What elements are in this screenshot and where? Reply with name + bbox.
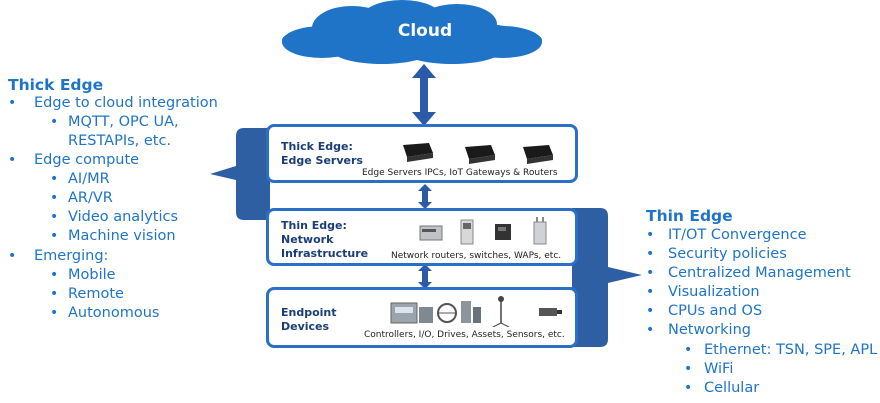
thick-to-thin-arrow bbox=[418, 184, 432, 209]
wap-icon bbox=[533, 217, 547, 245]
bullet-icon: • bbox=[50, 209, 59, 225]
left-subitem: Remote bbox=[68, 286, 124, 302]
right-item: IT/OT Convergence bbox=[668, 227, 807, 243]
cloud-icon bbox=[282, 0, 542, 64]
left-subitem: Mobile bbox=[68, 267, 116, 283]
left-item: Emerging: bbox=[34, 248, 109, 264]
bullet-icon: • bbox=[50, 190, 59, 206]
thin-edge-box: Thin Edge: Network Infrastructure Networ… bbox=[266, 208, 578, 266]
right-subitem: Ethernet: TSN, SPE, APL bbox=[704, 342, 878, 358]
bullet-icon: • bbox=[646, 303, 655, 319]
thin-edge-caption: Network routers, switches, WAPs, etc. bbox=[391, 251, 562, 261]
endpoint-caption: Controllers, I/O, Drives, Assets, Sensor… bbox=[364, 330, 565, 340]
thick-edge-caption: Edge Servers IPCs, IoT Gateways & Router… bbox=[362, 168, 558, 178]
bullet-icon: • bbox=[646, 246, 655, 262]
left-item: Edge compute bbox=[34, 152, 140, 168]
left-item: Edge to cloud integration bbox=[34, 95, 218, 111]
right-subitem: Cellular bbox=[704, 380, 760, 396]
thin-edge-title: Thin Edge: Network Infrastructure bbox=[281, 219, 369, 260]
bullet-icon: • bbox=[684, 342, 693, 358]
cloud-to-edge-arrow bbox=[412, 64, 436, 126]
right-item: Visualization bbox=[668, 284, 760, 300]
bullet-icon: • bbox=[8, 152, 17, 168]
bullet-icon: • bbox=[50, 267, 59, 283]
switch-icon bbox=[460, 219, 474, 245]
bullet-icon: • bbox=[8, 95, 17, 111]
right-item: Centralized Management bbox=[668, 265, 851, 281]
bullet-icon: • bbox=[646, 284, 655, 300]
right-item: CPUs and OS bbox=[668, 303, 763, 319]
bullet-icon: • bbox=[646, 265, 655, 281]
bullet-icon: • bbox=[646, 322, 655, 338]
bullet-icon: • bbox=[8, 248, 17, 264]
thick-edge-box: Thick Edge: Edge Servers Edge Servers IP… bbox=[266, 124, 578, 183]
left-subitem: Video analytics bbox=[68, 209, 179, 225]
right-item: Security policies bbox=[668, 246, 787, 262]
left-subitem: Machine vision bbox=[68, 228, 176, 244]
thin-edge-heading: Thin Edge bbox=[646, 207, 733, 225]
thick-edge-bracket bbox=[210, 128, 270, 220]
left-subitem: AI/MR bbox=[68, 171, 110, 187]
left-subitem: MQTT, OPC UA, bbox=[68, 114, 179, 130]
sensor-icon bbox=[539, 308, 562, 316]
edge-server-icon bbox=[403, 143, 433, 162]
cloud-label: Cloud bbox=[397, 21, 453, 41]
controller-icon bbox=[390, 296, 510, 327]
bullet-icon: • bbox=[50, 114, 59, 130]
bullet-icon: • bbox=[684, 361, 693, 377]
right-item: Networking bbox=[668, 322, 751, 338]
right-subitem: WiFi bbox=[704, 361, 734, 377]
thick-edge-heading: Thick Edge bbox=[8, 76, 104, 94]
left-subitem: RESTAPIs, etc. bbox=[68, 133, 172, 149]
edge-server-icon bbox=[523, 145, 553, 164]
bullet-icon: • bbox=[50, 228, 59, 244]
switch-icon bbox=[495, 224, 511, 240]
bullet-icon: • bbox=[684, 380, 693, 396]
thick-edge-title: Thick Edge: Edge Servers bbox=[281, 140, 363, 167]
endpoint-box: Endpoint Devices Controllers, I/O, Drive… bbox=[266, 287, 578, 348]
network-router-icon bbox=[419, 225, 443, 241]
bullet-icon: • bbox=[646, 227, 655, 243]
left-subitem: Autonomous bbox=[68, 305, 160, 321]
left-subitem: AR/VR bbox=[68, 190, 113, 206]
endpoint-title: Endpoint Devices bbox=[281, 306, 337, 333]
bullet-icon: • bbox=[50, 286, 59, 302]
thin-edge-bracket bbox=[572, 208, 642, 347]
edge-server-icon bbox=[465, 145, 495, 164]
thin-to-endpoint-arrow bbox=[418, 264, 432, 289]
bullet-icon: • bbox=[50, 171, 59, 187]
bullet-icon: • bbox=[50, 305, 59, 321]
